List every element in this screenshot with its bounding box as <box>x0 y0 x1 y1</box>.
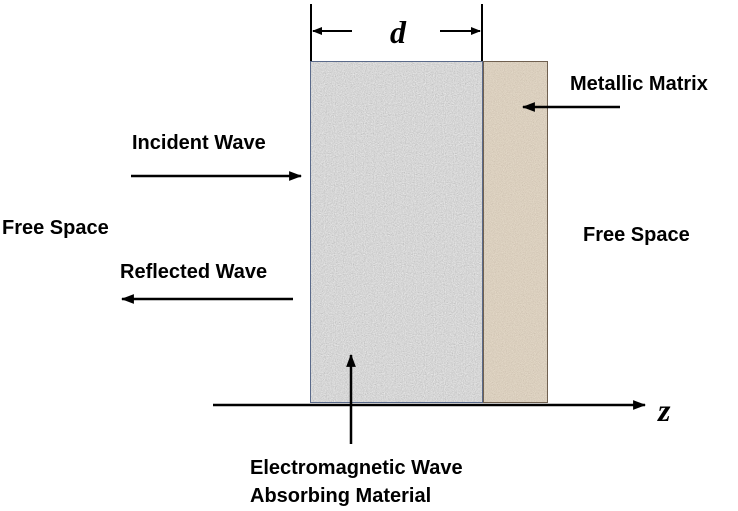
absorber-texture <box>310 61 483 403</box>
free-space-left-label: Free Space <box>2 217 109 239</box>
metallic-matrix-label: Metallic Matrix <box>570 73 708 95</box>
free-space-right-label: Free Space <box>583 224 690 246</box>
absorber-caption-line1: Electromagnetic Wave <box>250 457 463 479</box>
reflected-wave-label: Reflected Wave <box>120 261 267 283</box>
absorber-outline <box>310 61 483 403</box>
absorber-caption-line2: Absorbing Material <box>250 485 431 507</box>
metallic-matrix-layer <box>483 61 548 403</box>
incident-wave-label: Incident Wave <box>132 132 266 154</box>
z-axis-label: z <box>657 392 671 428</box>
metal-outline <box>483 61 548 403</box>
thickness-label: d <box>390 14 407 50</box>
absorbing-material-layer <box>310 61 483 403</box>
metal-texture <box>483 61 548 403</box>
thickness-dimension: d <box>310 4 483 61</box>
